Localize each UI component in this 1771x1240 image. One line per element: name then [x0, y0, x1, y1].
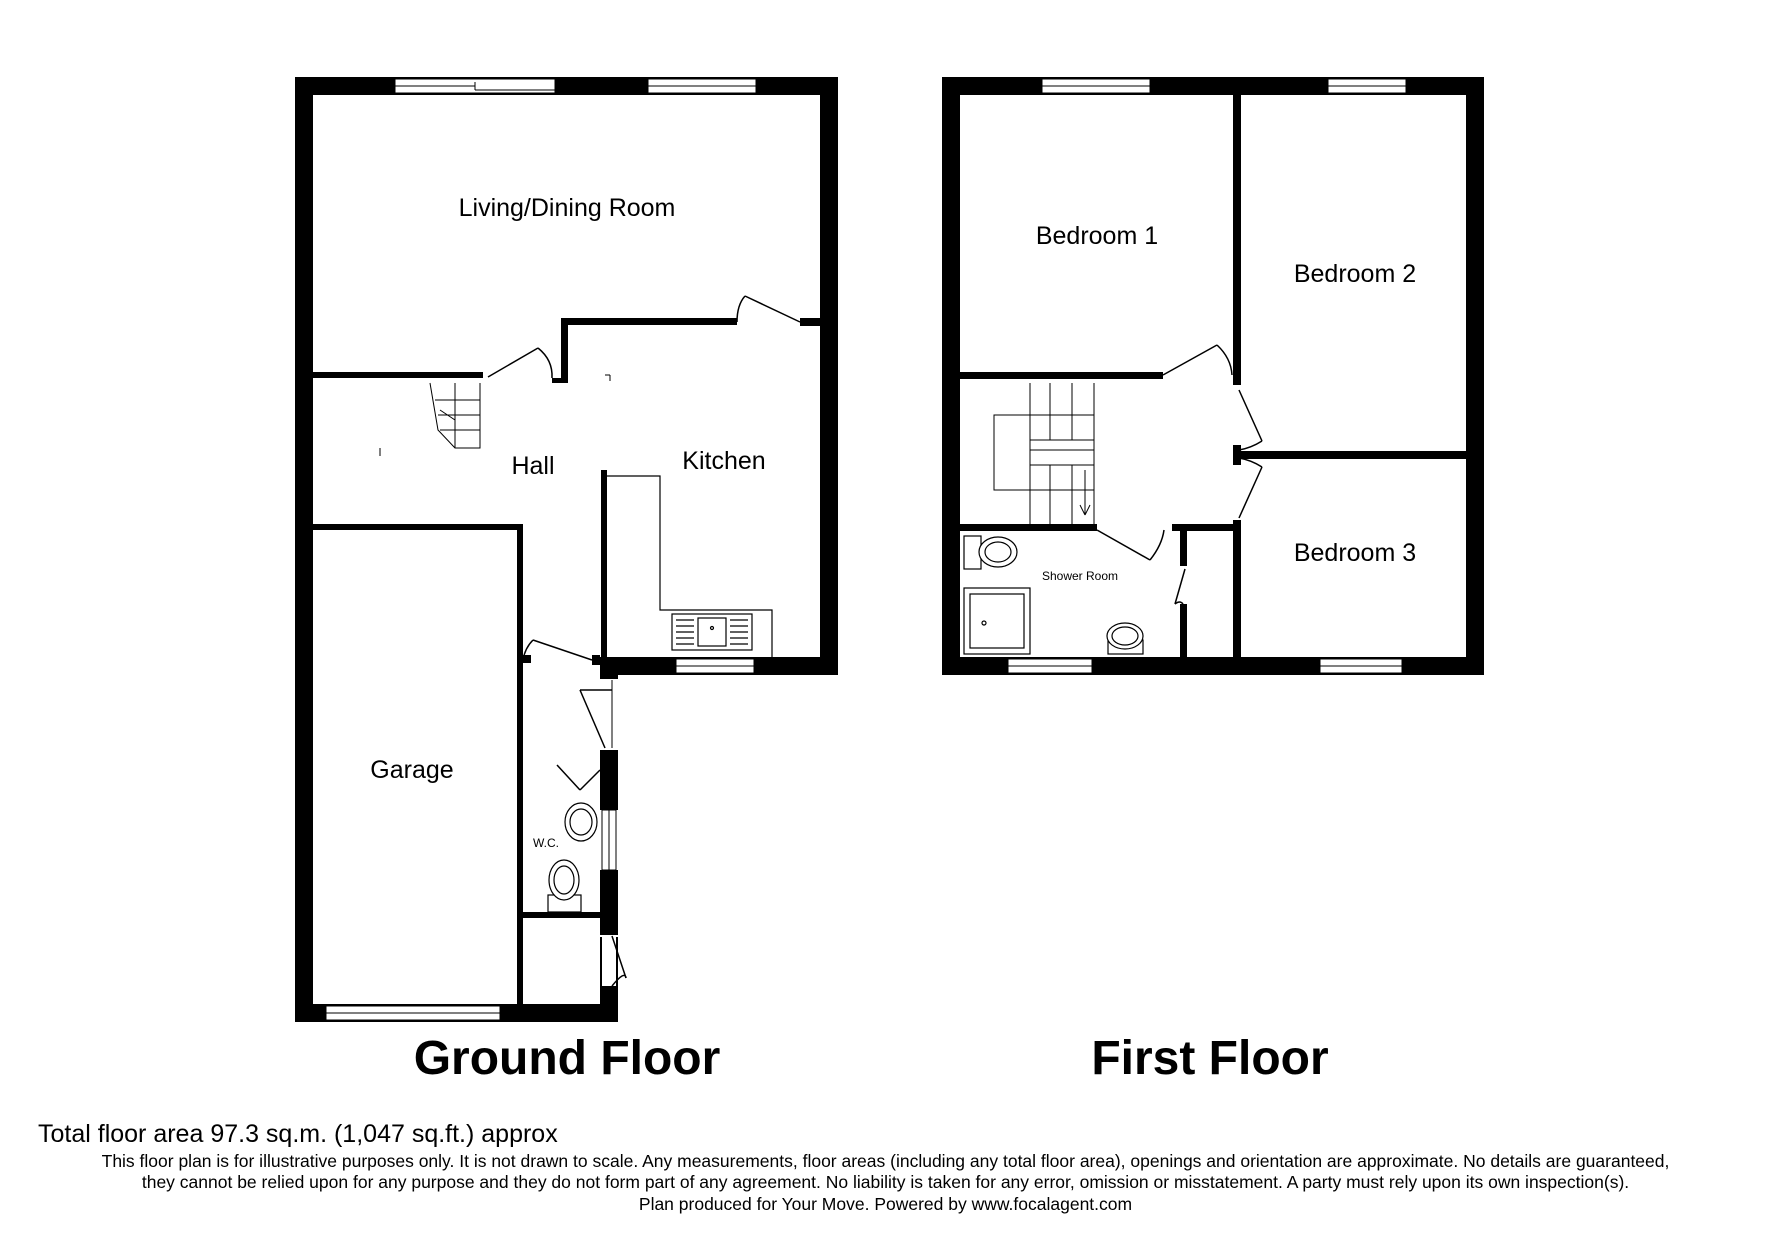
ground-floor-plan: Living/Dining Room Hall Kitchen Garage W… — [295, 77, 838, 1022]
shower-room-fixtures — [963, 535, 1144, 655]
ground-floor-title: Ground Floor — [414, 1032, 721, 1085]
room-label-hall: Hall — [511, 452, 554, 480]
first-floor-title: First Floor — [1091, 1032, 1328, 1085]
wc-side-door — [556, 679, 616, 791]
room-label-wc: W.C. — [533, 836, 559, 850]
living-room-top-windows — [394, 78, 757, 94]
room-label-bedroom-1: Bedroom 1 — [1036, 222, 1158, 250]
room-label-kitchen: Kitchen — [682, 447, 765, 475]
ground-door-swings — [487, 295, 801, 661]
room-label-shower-room: Shower Room — [1042, 569, 1118, 583]
first-floor-plan: Bedroom 1 Bedroom 2 Bedroom 3 Shower Roo… — [942, 77, 1484, 675]
ground-interior-walls — [313, 318, 820, 1004]
wc-window — [601, 809, 617, 871]
plan-credit: Plan produced for Your Move. Powered by … — [638, 1194, 1133, 1214]
kitchen-counter — [607, 475, 773, 657]
room-label-bedroom-3: Bedroom 3 — [1294, 539, 1416, 567]
first-door-swings — [1096, 344, 1263, 605]
room-label-garage: Garage — [370, 756, 453, 784]
kitchen-window — [675, 658, 755, 674]
rear-door — [602, 935, 627, 987]
ground-stairs — [429, 382, 481, 449]
garage-door — [325, 1005, 501, 1021]
wc-fixtures — [547, 802, 598, 913]
ground-small-marks — [379, 374, 611, 456]
first-stairs — [993, 383, 1095, 524]
disclaimer-line-2: they cannot be relied upon for any purpo… — [141, 1172, 1630, 1192]
first-interior-walls — [960, 95, 1466, 659]
room-label-bedroom-2: Bedroom 2 — [1294, 260, 1416, 288]
total-floor-area: Total floor area 97.3 sq.m. (1,047 sq.ft… — [38, 1120, 558, 1148]
first-floor-windows — [1007, 78, 1407, 674]
disclaimer-line-1: This floor plan is for illustrative purp… — [101, 1151, 1670, 1171]
room-label-living-dining: Living/Dining Room — [459, 194, 676, 222]
